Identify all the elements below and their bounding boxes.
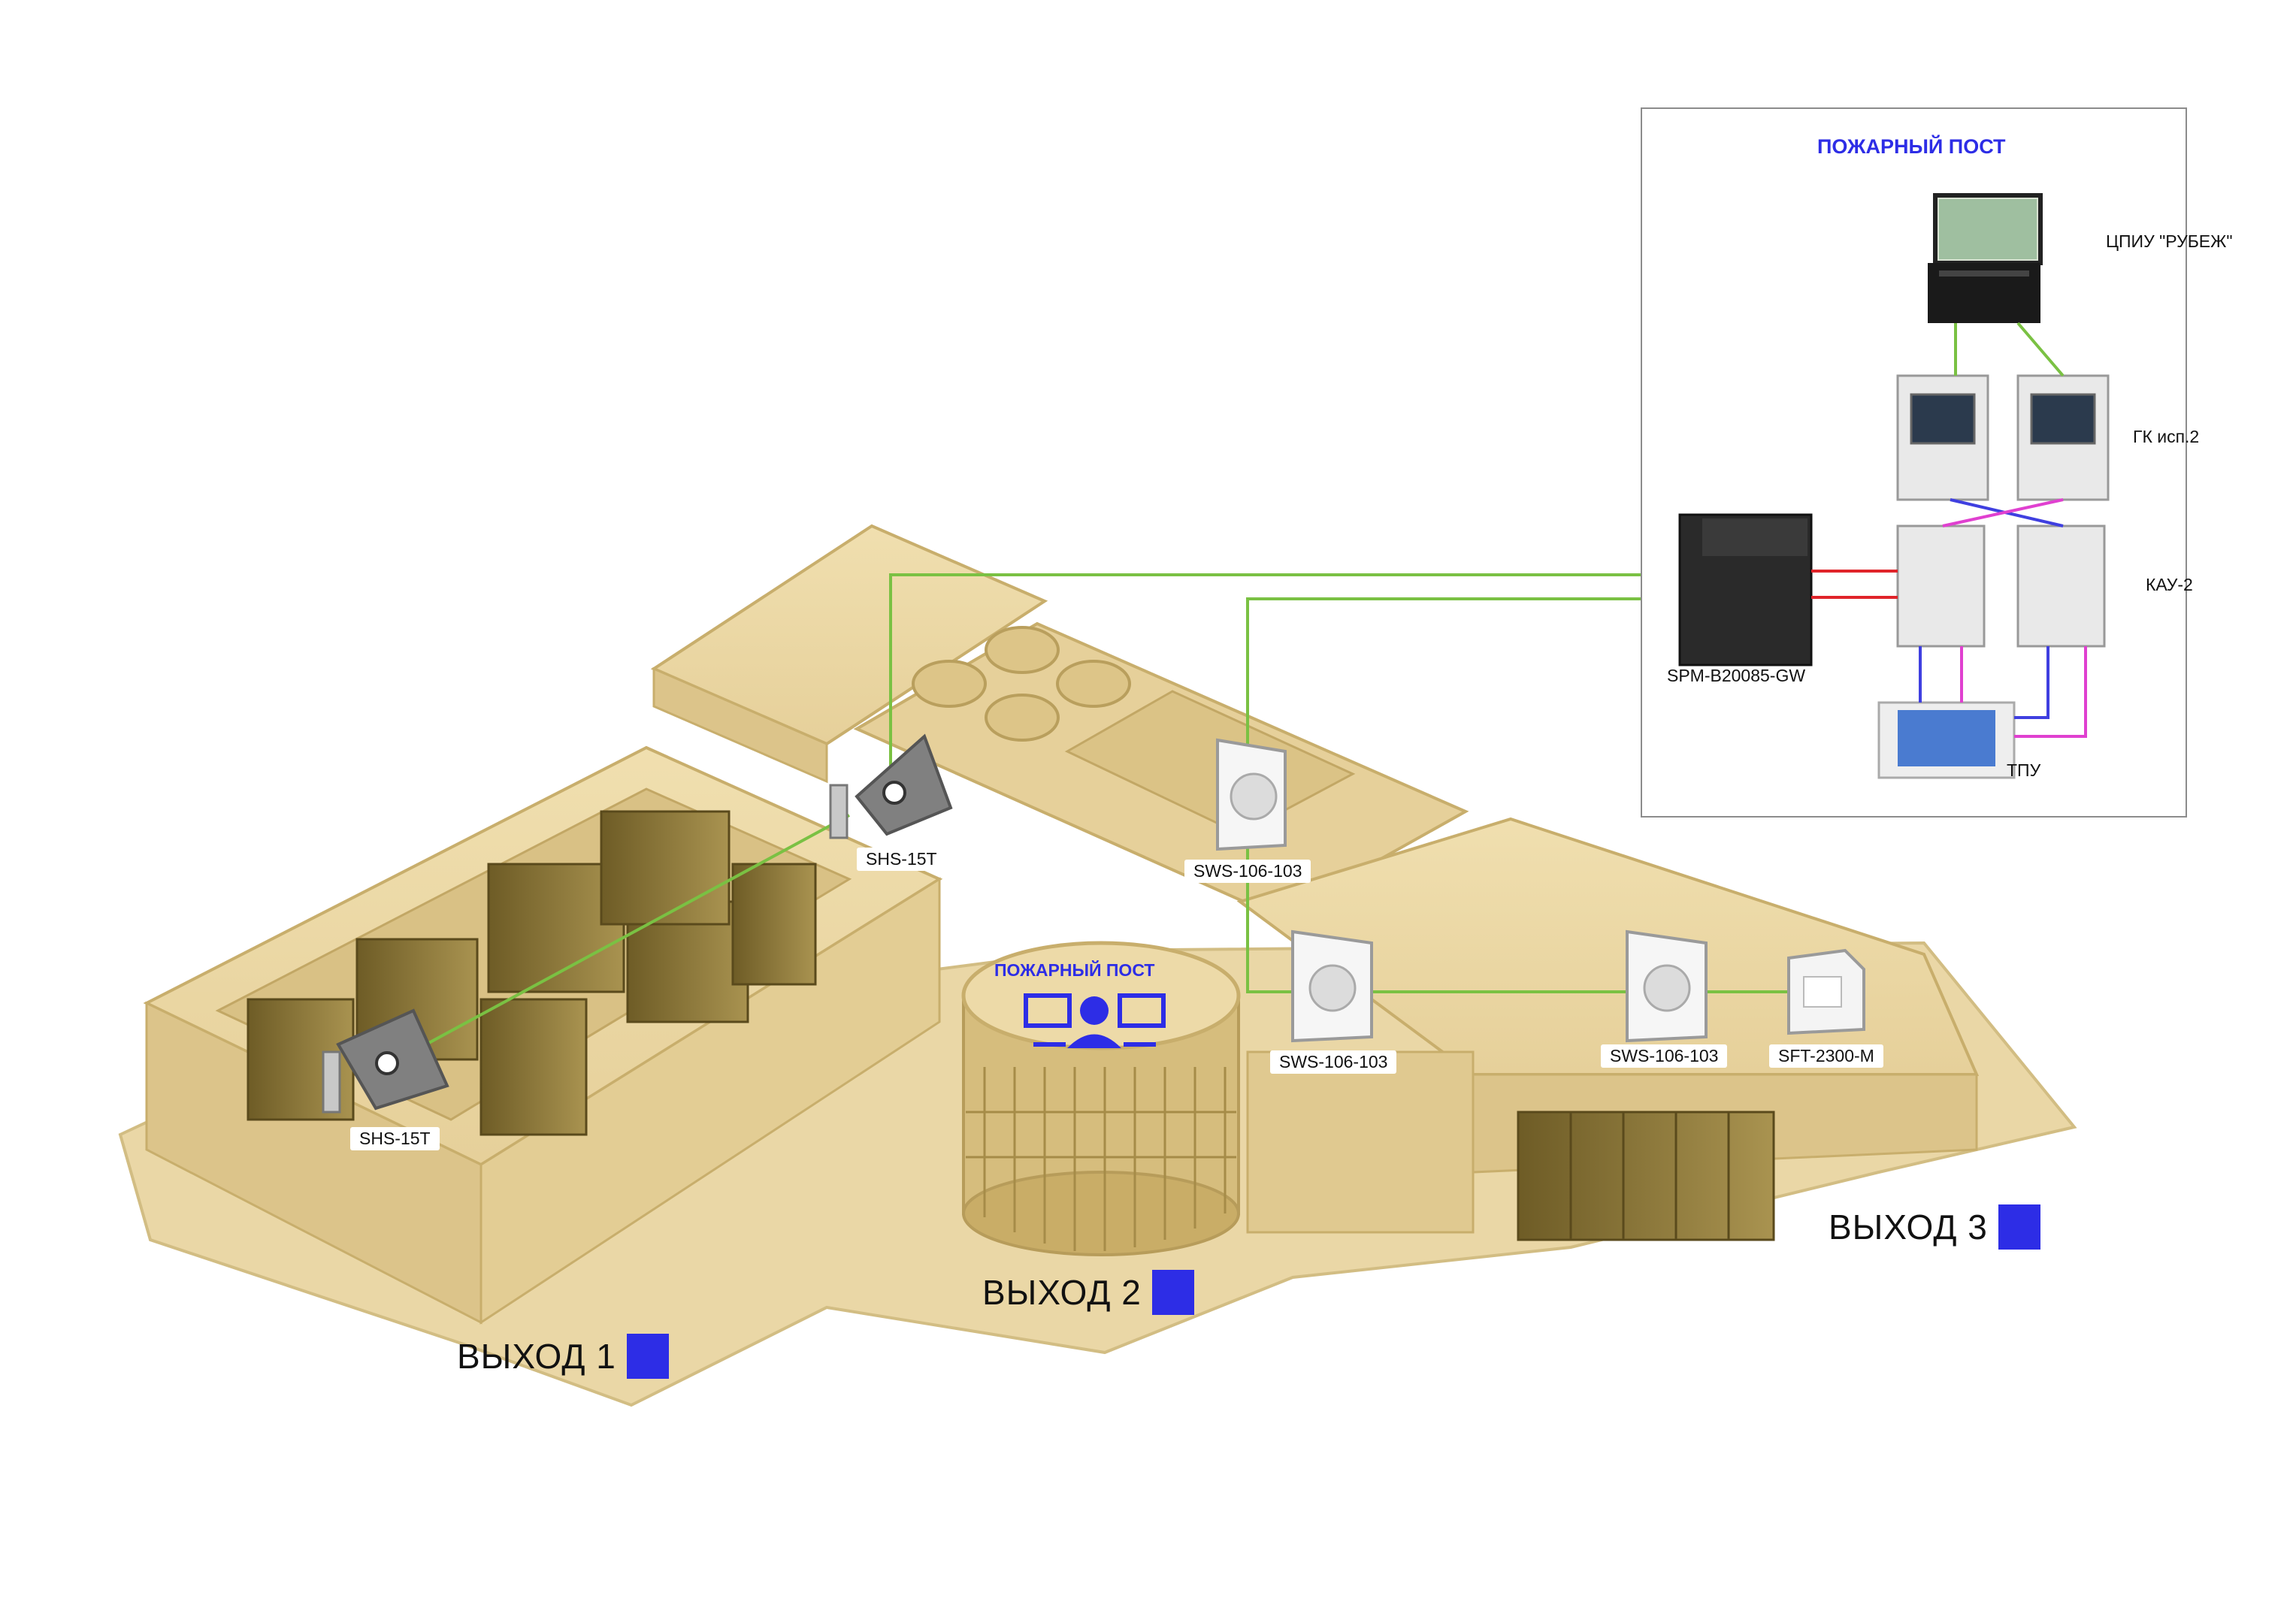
exit-3: ВЫХОД 3 <box>1829 1204 2040 1250</box>
exit-sign-icon <box>1998 1204 2040 1250</box>
rotunda-post-label: ПОЖАРНЫЙ ПОСТ <box>994 960 1155 980</box>
exit-1: ВЫХОД 1 <box>457 1334 669 1379</box>
label-kau: КАУ-2 <box>2146 575 2193 594</box>
wall-speaker-mid <box>1291 929 1373 1043</box>
server-cabinets-left <box>247 810 817 1136</box>
label-spm: SPM-B20085-GW <box>1667 666 1806 685</box>
exit-1-label: ВЫХОД 1 <box>457 1337 616 1376</box>
exit-3-label: ВЫХОД 3 <box>1829 1207 1988 1247</box>
server-cabinets-right <box>1517 1111 1775 1241</box>
label-gk: ГК исп.2 <box>2133 427 2200 446</box>
label-terminator: SFT-2300-M <box>1769 1044 1883 1068</box>
wall-speaker-top <box>1216 738 1287 851</box>
horn-speaker-left <box>322 1008 449 1114</box>
wall-speaker-right <box>1626 929 1708 1043</box>
line-terminator-device <box>1787 948 1865 1035</box>
operator-icon <box>1024 993 1166 1048</box>
building-rotunda <box>961 941 1241 1256</box>
exit-2: ВЫХОД 2 <box>982 1270 1194 1315</box>
label-horn-top: SHS-15T <box>857 848 946 871</box>
label-tpu: ТПУ <box>2007 760 2041 780</box>
label-wall-mid: SWS-106-103 <box>1270 1050 1397 1074</box>
exit-sign-icon <box>626 1334 669 1379</box>
label-wall-right: SWS-106-103 <box>1601 1044 1728 1068</box>
label-cpiu: ЦПИУ "РУБЕЖ" <box>2106 231 2233 251</box>
exit-sign-icon <box>1151 1270 1194 1315</box>
horn-speaker-top <box>829 733 953 839</box>
label-horn-left: SHS-15T <box>350 1127 440 1150</box>
roof-fans <box>912 626 1131 742</box>
label-wall-top: SWS-106-103 <box>1184 860 1311 883</box>
panel-equipment <box>1678 193 2110 779</box>
exit-2-label: ВЫХОД 2 <box>982 1273 1142 1312</box>
fire-station-panel <box>1641 107 2187 818</box>
panel-title: ПОЖАРНЫЙ ПОСТ <box>1817 135 2006 158</box>
